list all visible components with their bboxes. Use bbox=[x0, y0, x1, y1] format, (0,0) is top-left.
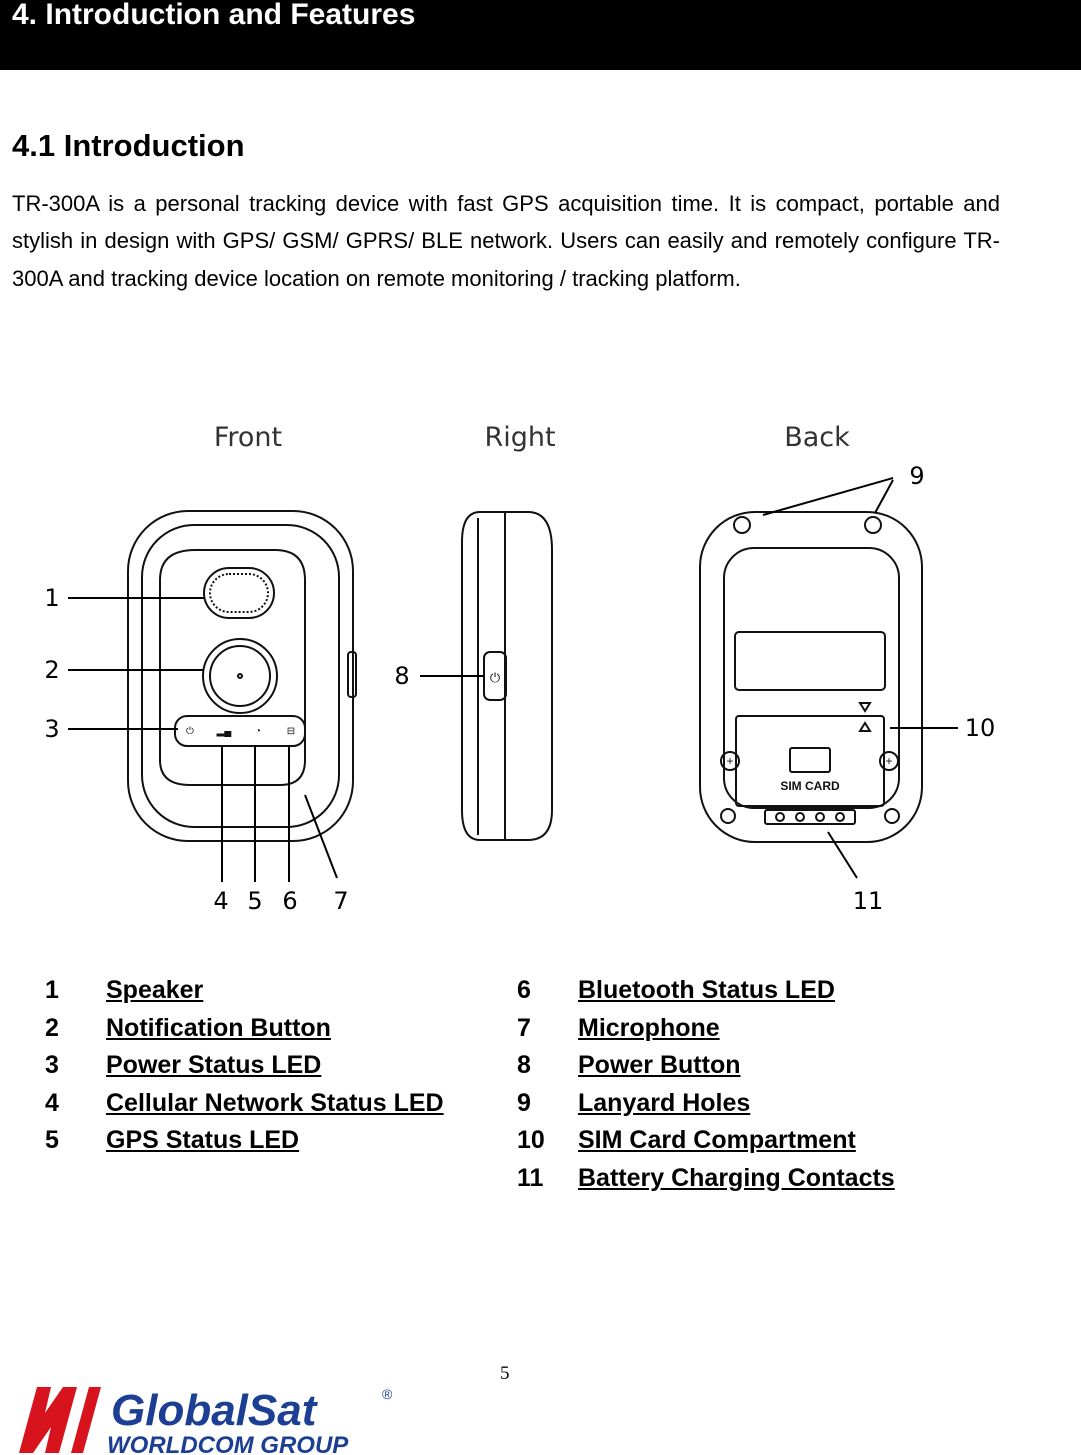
back-callout-lines bbox=[762, 477, 958, 879]
callout-9: 9 bbox=[909, 462, 924, 490]
legend-label: Bluetooth Status LED bbox=[578, 976, 835, 1004]
legend-number: 10 bbox=[517, 1126, 545, 1154]
svg-text:⏻: ⏻ bbox=[490, 670, 500, 685]
globalsat-logo: GlobalSat ® WORLDCOM GROUP bbox=[19, 1386, 393, 1455]
legend-item: 4 Cellular Network Status LED bbox=[45, 1085, 485, 1123]
callout-10: 10 bbox=[965, 714, 996, 742]
legend-label: Microphone bbox=[578, 1013, 720, 1042]
callout-11: 11 bbox=[853, 887, 884, 915]
callout-6: 6 bbox=[282, 887, 297, 915]
legend-item: 10 SIM Card Compartment bbox=[517, 1122, 1017, 1160]
logo-name: GlobalSat bbox=[111, 1386, 319, 1435]
back-view: + + SIM CARD bbox=[699, 511, 923, 843]
legend-number: 11 bbox=[517, 1163, 544, 1192]
legend-item: 2 Notification Button bbox=[45, 1010, 485, 1048]
svg-text:+: + bbox=[885, 754, 892, 768]
chapter-title: 4. Introduction and Features bbox=[12, 0, 416, 31]
svg-text:◔: ◔ bbox=[255, 726, 261, 737]
front-callout-lines bbox=[68, 597, 338, 882]
legend-item: 1 Speaker bbox=[45, 972, 485, 1010]
front-view-label: Front bbox=[214, 422, 282, 453]
legend-number: 7 bbox=[517, 1013, 531, 1042]
legend-number: 3 bbox=[45, 1051, 59, 1079]
page-number: 5 bbox=[500, 1363, 510, 1384]
legend-item: 11 Battery Charging Contacts bbox=[517, 1160, 1017, 1198]
svg-text:⊟: ⊟ bbox=[287, 726, 295, 737]
legend-item: 5 GPS Status LED bbox=[45, 1122, 485, 1160]
legend-label: Power Button bbox=[578, 1051, 741, 1079]
callout-8: 8 bbox=[394, 662, 409, 690]
legend-left: 1 Speaker 2 Notification Button 3 Power Sta… bbox=[45, 972, 485, 1160]
back-view-label: Back bbox=[784, 422, 850, 453]
logo-subtitle: WORLDCOM GROUP bbox=[107, 1432, 349, 1455]
callout-4: 4 bbox=[213, 887, 228, 915]
legend-number: 9 bbox=[517, 1088, 531, 1117]
legend-label: SIM Card Compartment bbox=[578, 1126, 856, 1154]
device-diagram: Front Right Back ⏻ ▂▄ ◔ ⊟ 1 2 3 4 5 6 7 bbox=[44, 422, 996, 915]
legend-number: 1 bbox=[45, 976, 59, 1004]
logo-registered-mark: ® bbox=[382, 1386, 393, 1402]
legend-label: GPS Status LED bbox=[106, 1126, 300, 1154]
logo-mark-icon bbox=[19, 1387, 101, 1453]
section-title: 4.1 Introduction bbox=[12, 128, 245, 163]
legend-number: 5 bbox=[45, 1126, 59, 1154]
header-banner: 4. Introduction and Features bbox=[0, 0, 1081, 70]
legend-item: 3 Power Status LED bbox=[45, 1047, 485, 1085]
legend-label: Speaker bbox=[106, 976, 204, 1004]
callout-3: 3 bbox=[44, 715, 59, 743]
legend-right: 6 Bluetooth Status LED 7 Microphone 8 Power… bbox=[517, 972, 1017, 1197]
svg-text:+: + bbox=[726, 754, 733, 768]
legend-item: 6 Bluetooth Status LED bbox=[517, 972, 1017, 1010]
sim-card-label: SIM CARD bbox=[780, 779, 840, 793]
front-view: ⏻ ▂▄ ◔ ⊟ bbox=[127, 510, 357, 842]
legend-label: Power Status LED bbox=[106, 1051, 322, 1079]
callout-2: 2 bbox=[44, 656, 59, 684]
right-view-label: Right bbox=[484, 422, 555, 453]
legend-label: Notification Button bbox=[106, 1013, 331, 1042]
legend-number: 8 bbox=[517, 1051, 531, 1079]
legend-number: 2 bbox=[45, 1013, 59, 1042]
callout-7: 7 bbox=[333, 887, 348, 915]
legend-item: 7 Microphone bbox=[517, 1010, 1017, 1048]
intro-paragraph: TR-300A is a personal tracking device wi… bbox=[12, 191, 1000, 291]
svg-text:⏻: ⏻ bbox=[186, 726, 194, 737]
legend-label: Battery Charging Contacts bbox=[578, 1163, 895, 1192]
legend-item: 8 Power Button bbox=[517, 1047, 1017, 1085]
callout-5: 5 bbox=[247, 887, 262, 915]
legend-label: Cellular Network Status LED bbox=[106, 1088, 444, 1117]
legend-item: 9 Lanyard Holes bbox=[517, 1085, 1017, 1123]
legend-number: 6 bbox=[517, 976, 531, 1004]
legend-number: 4 bbox=[45, 1088, 59, 1117]
callout-1: 1 bbox=[44, 584, 59, 612]
svg-text:▂▄: ▂▄ bbox=[216, 726, 233, 738]
legend-label: Lanyard Holes bbox=[578, 1088, 751, 1117]
